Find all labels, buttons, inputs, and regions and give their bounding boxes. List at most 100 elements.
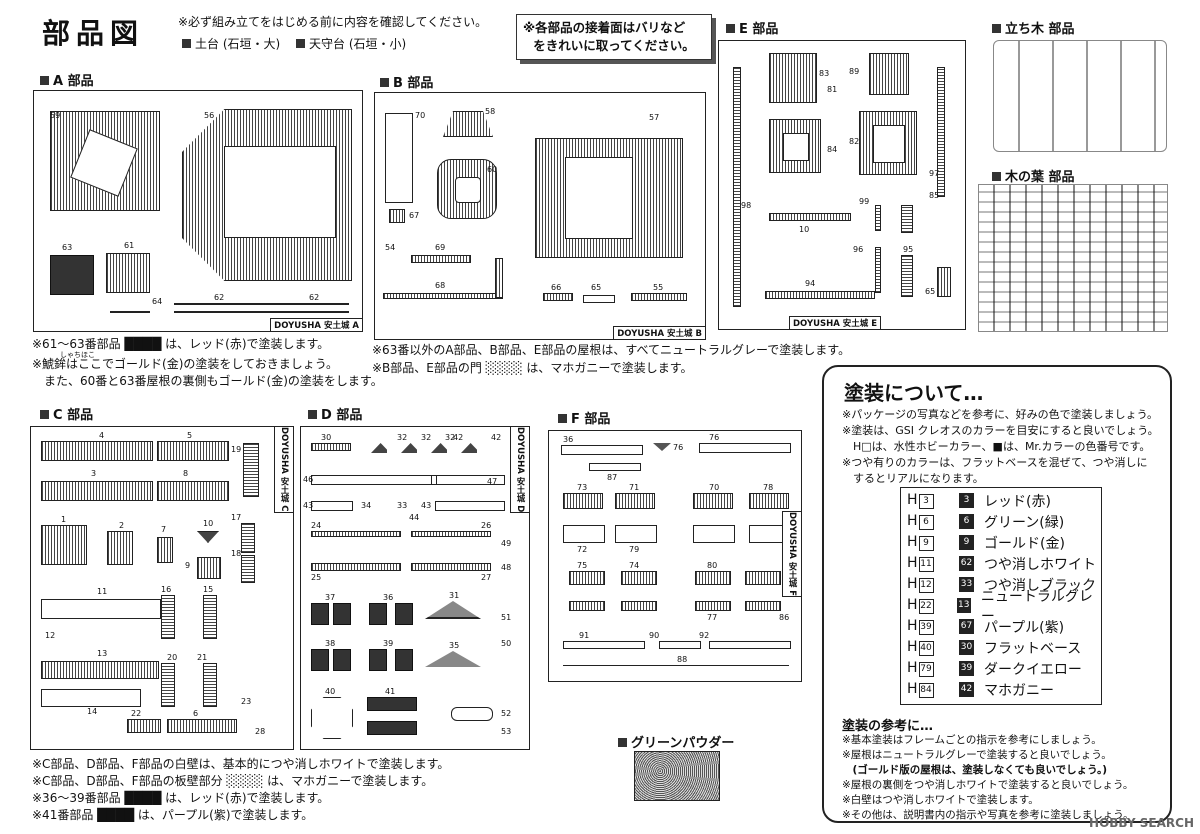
- part-number: 15: [203, 585, 214, 594]
- part-31: [425, 601, 481, 619]
- section-c-label: C 部品: [40, 404, 93, 423]
- part-number: 38: [325, 639, 336, 648]
- part-25: [311, 563, 401, 571]
- sprue-tag-d: DOYUSHA 安土城 D: [510, 426, 530, 514]
- part-16: [161, 595, 175, 639]
- sprue-frame-f: 36 76 76 87 73 71 70 72 78 79 75 74 80 7…: [548, 430, 802, 682]
- part-number: 78: [763, 483, 774, 492]
- part-number: 6: [193, 709, 199, 718]
- part-number: 62: [214, 293, 225, 302]
- part-number: 7: [161, 525, 167, 534]
- section-d-label: D 部品: [308, 404, 362, 423]
- part-72: [563, 525, 605, 543]
- part-number: 76: [673, 443, 684, 452]
- part-19: [243, 443, 259, 497]
- part-7: [157, 537, 173, 563]
- part-4: [41, 441, 153, 461]
- part-88: [563, 665, 789, 670]
- legend-foundation: 土台 (石垣・大): [182, 36, 280, 53]
- note-cdf-1: ※C部品、D部品、F部品の白壁は、基本的につや消しホワイトで塗装します。: [32, 757, 450, 771]
- green-powder-swatch: [634, 751, 720, 801]
- part-number: 97: [929, 169, 940, 178]
- part-98-rail: [733, 67, 741, 307]
- part-75: [569, 571, 605, 585]
- part-number: 52: [501, 709, 512, 718]
- legend-square-icon: [296, 39, 305, 48]
- part-10: [769, 213, 851, 221]
- section-e-label: E 部品: [726, 18, 778, 37]
- note-cdf-4: ※41番部品 ████ は、パープル(紫)で塗装します。: [32, 808, 314, 822]
- page-title: 部品図: [42, 17, 145, 50]
- part-38b: [333, 649, 351, 671]
- part-number: 61: [124, 241, 135, 250]
- part-number: 76: [709, 433, 720, 442]
- part-number: 10: [799, 225, 810, 234]
- part-number: 63: [62, 243, 73, 252]
- section-a-label: A 部品: [40, 70, 94, 89]
- part-number: 20: [167, 653, 178, 662]
- part-61: [106, 253, 150, 293]
- part-number: 92: [699, 631, 710, 640]
- part-17: [241, 523, 255, 553]
- part-number: 1: [61, 515, 67, 524]
- part-number: 74: [629, 561, 640, 570]
- part-68: [383, 293, 503, 299]
- part-number: 53: [501, 727, 512, 736]
- note-ab-5: ※B部品、E部品の門 ░░░░ は、マホガニーで塗装します。: [372, 361, 693, 375]
- part-number: 65: [591, 283, 602, 292]
- part-39b: [395, 649, 413, 671]
- part-64: [110, 299, 150, 313]
- part-number: 95: [903, 245, 914, 254]
- part-38a: [311, 649, 329, 671]
- part-number: 57: [649, 113, 660, 122]
- part-number: 41: [385, 687, 396, 696]
- sprue-tag-c: DOYUSHA 安土城 C: [274, 426, 294, 513]
- part-83: [869, 53, 909, 95]
- part-number: 51: [501, 613, 512, 622]
- part-number: 72: [577, 545, 588, 554]
- part-91: [563, 641, 645, 649]
- part-number: 12: [45, 631, 56, 640]
- part-number: 24: [311, 521, 322, 530]
- part-number: 66: [551, 283, 562, 292]
- part-65-e: [937, 267, 951, 297]
- part-number: 83: [819, 69, 830, 78]
- part-number: 36: [383, 593, 394, 602]
- sprue-frame-c: 4 5 19 3 8 1 2 7 10 17 9 18 11 16 15 12 …: [30, 426, 294, 750]
- part-40: [311, 697, 353, 739]
- sprue-frame-d: 30 32 32 32 42 42 46 47 43 34 33 44 43 2…: [300, 426, 530, 750]
- part-number: 42: [453, 433, 464, 442]
- part-55: [631, 293, 687, 301]
- part-number: 46: [303, 475, 314, 484]
- part-number: 55: [653, 283, 664, 292]
- tree-sprue: [993, 40, 1167, 152]
- part-number: 32: [445, 433, 456, 442]
- note-ab-3: また、60番と63番屋根の裏側もゴールド(金)の塗装をします。: [32, 374, 383, 388]
- part-number: 67: [409, 211, 420, 220]
- part-6: [167, 719, 237, 733]
- part-27: [411, 563, 491, 571]
- part-41a: [367, 697, 417, 711]
- part-95: [875, 247, 881, 293]
- part-37a: [311, 603, 329, 625]
- part-number: 31: [449, 591, 460, 600]
- part-number: 50: [501, 639, 512, 648]
- note-ab-4: ※63番以外のA部品、B部品、E部品の屋根は、すべてニュートラルグレーで塗装しま…: [372, 343, 851, 357]
- part-11: [41, 599, 161, 619]
- part-78: [749, 493, 789, 509]
- sprue-frame-e: 83 89 81 84 82 97 98 85 99 10 94 96 95 6…: [718, 40, 966, 330]
- part-number: 96: [853, 245, 864, 254]
- part-3: [41, 481, 153, 501]
- part-number: 86: [779, 613, 790, 622]
- part-number: 40: [325, 687, 336, 696]
- part-number: 23: [241, 697, 252, 706]
- part-39a: [369, 649, 387, 671]
- section-tree-label: 立ち木 部品: [992, 18, 1075, 37]
- part-57-opening: [565, 157, 633, 239]
- part-75b: [569, 601, 605, 611]
- part-number: 60: [487, 165, 498, 174]
